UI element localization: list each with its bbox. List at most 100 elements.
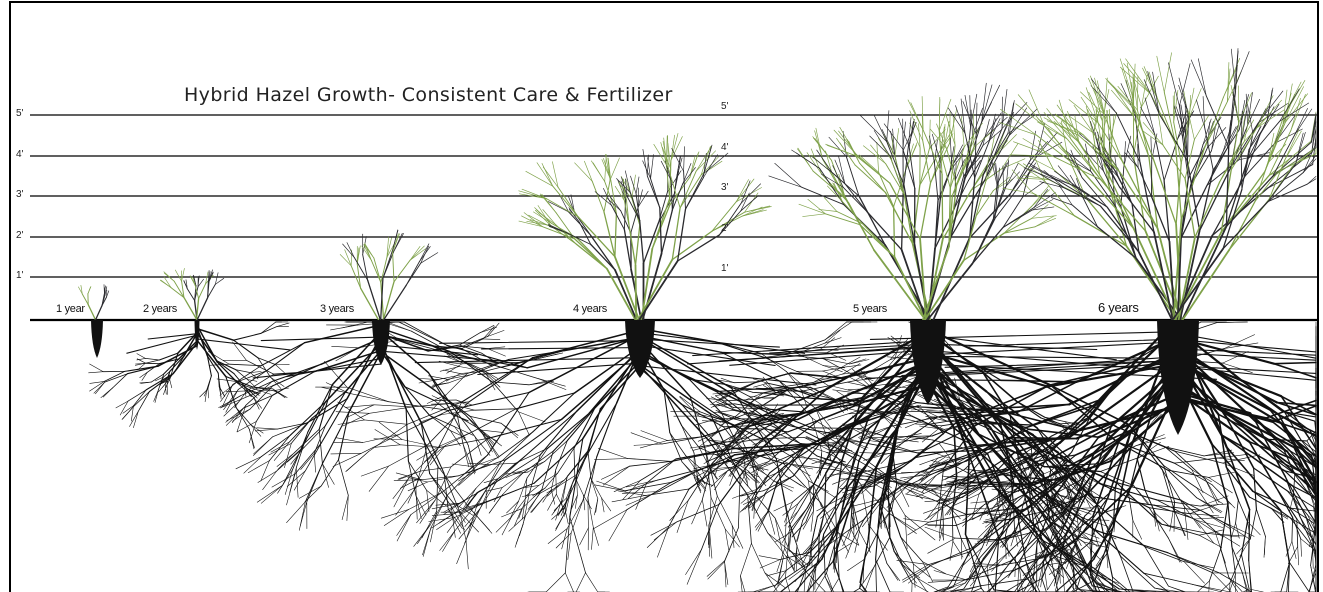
stage-4-root [507,501,519,513]
scale-mid-1ft: 1' [721,263,728,274]
stage-3-root [254,437,273,454]
stage-3-root [406,409,408,461]
stage-3-root [244,457,262,474]
stage-2-root [146,374,173,390]
stage-5-shoot [861,116,887,142]
stage-3-root [421,423,444,474]
stage-4-root [589,409,601,450]
stage-5-root [719,464,737,477]
stage-2-root [103,388,112,397]
stage-3-shoot [394,260,410,282]
stage-3-root [438,466,467,505]
stage-4-root [570,517,586,573]
stage-4-root [502,517,511,535]
stage-2-root [130,411,139,426]
stage-4-shoot [592,181,604,212]
stage-6-root [942,470,965,481]
stage-5-shoot [855,165,885,193]
stage-4-shoot [522,216,543,227]
stage-5-root [901,537,914,564]
stage-4-shoot [651,155,654,179]
stage-5-root [651,522,677,535]
stage-4-root [363,435,399,443]
stage-4-root [422,476,459,480]
stage-3-shoot [345,250,352,266]
stage-3-root [224,399,242,416]
stage-2-lateral-root [148,334,197,339]
stage-4-root [547,486,559,497]
stage-5-root [640,441,667,448]
stage-5-shoot [1004,227,1035,233]
stage-4-shoot [631,176,637,194]
stage-4-root [416,488,417,520]
stage-4-root [397,515,411,536]
stage-4-root [891,514,917,533]
stage-5-root [1174,511,1184,536]
stage-5-root [769,511,775,534]
stage-4-lateral-root [415,358,640,363]
stage-4-root [565,449,591,480]
stage-5-shoot [1035,218,1056,227]
stage-4-root [576,573,585,592]
stage-4-root [556,441,568,470]
stage-4-root [790,525,806,572]
stage-6-root [958,586,982,592]
stage-5-root [1196,520,1223,528]
stage-3-shoot [374,258,381,283]
stage-4-root [825,322,847,340]
stage-4-root [443,531,455,551]
stage-6-root [906,494,933,500]
stage-4-shoot [526,171,553,186]
stage-4-root [496,517,511,532]
stage-2-root [145,360,159,363]
stage-2-root [133,391,150,407]
stage-6-root [1220,583,1230,592]
stage-3-root [321,460,338,486]
stage-4-shoot [736,179,754,202]
stage-4-root [592,527,594,549]
stage-2-root [104,371,124,381]
stage-6-root [929,515,967,523]
stage-5-root [601,466,629,479]
stage-6-root [1209,549,1220,581]
stage-2-root [137,354,146,359]
stage-4-root [567,408,595,441]
stage-5-shoot [879,172,894,206]
stage-5-root [981,588,984,592]
stage-4-root [519,478,527,501]
stage-6-shoot [1102,89,1109,121]
stage-5-root [803,494,817,521]
stage-6-shoot [1303,159,1316,173]
stage-4-root [347,387,389,402]
stage-4-root [476,463,500,488]
stage-6-root [1095,527,1114,581]
stage-4-root [336,438,363,443]
stage-6-shoot [1145,98,1155,134]
stage-4-shoot [615,213,617,256]
stage-6-shoot [1138,168,1151,197]
stage-6-root [1250,509,1256,538]
stage-4-root [346,451,369,471]
stage-4-root [717,496,732,525]
stage-4-root [546,573,565,592]
stage-4-shoot [639,261,678,320]
stage-2-root [218,373,219,387]
stage-5-shoot [942,174,943,239]
stage-2-root [170,380,172,388]
stage-2-shoot [182,268,185,281]
stage-5-shoot [943,190,971,239]
stage-4-shoot [683,168,696,184]
stage-4-root [485,488,502,492]
stage-4-shoot [686,178,704,210]
stage-4-shoot [593,163,605,182]
stage-5-root [598,448,627,458]
stage-3-root [501,367,538,378]
stage-5-root [748,393,764,405]
stage-4-root [468,509,480,529]
stage-4-root [556,533,571,548]
stage-5-root [1145,547,1184,562]
stage-4-root [789,549,808,565]
scale-mid-5ft: 5' [721,101,728,112]
stage-6-root [972,494,979,519]
stage-5-shoot [982,83,987,122]
